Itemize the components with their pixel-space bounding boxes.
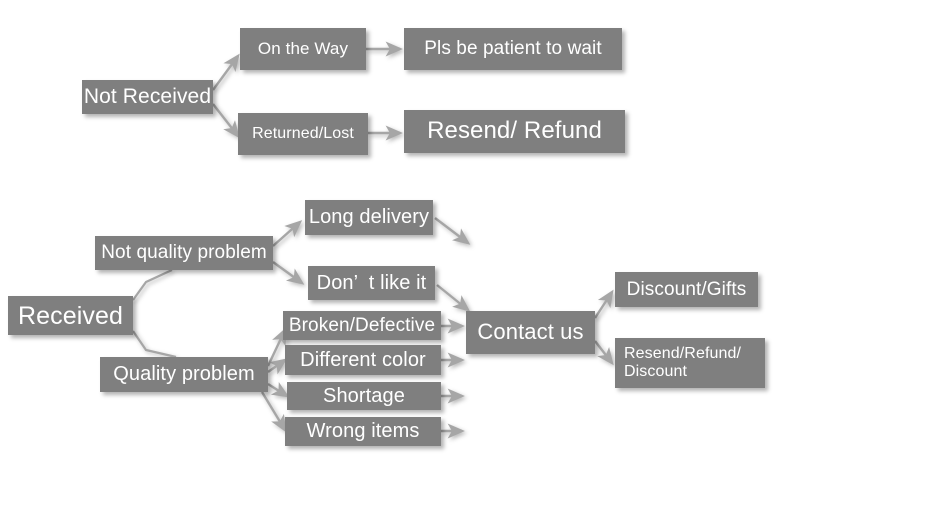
node-broken-defective[interactable]: Broken/Defective — [283, 311, 441, 340]
node-received[interactable]: Received — [8, 296, 133, 335]
node-dont-like-it[interactable]: Don’ t like it — [308, 266, 435, 300]
node-not-quality-problem[interactable]: Not quality problem — [95, 236, 273, 270]
edge-notquality-dontlike — [272, 261, 305, 285]
node-shortage[interactable]: Shortage — [287, 382, 441, 410]
node-long-delivery[interactable]: Long delivery — [305, 200, 433, 235]
node-discount-gifts[interactable]: Discount/Gifts — [615, 272, 758, 307]
edge-quality-wrongitems — [260, 391, 287, 433]
edge-quality-differentcolor — [267, 358, 288, 375]
node-on-the-way[interactable]: On the Way — [240, 28, 366, 70]
edge-contactus-discountgifts — [593, 289, 614, 319]
edge-dontlike-contactus — [436, 284, 471, 312]
edge-longdelivery-contactus — [434, 217, 471, 245]
node-different-color[interactable]: Different color — [285, 345, 441, 375]
edge-quality-shortage — [267, 382, 290, 398]
node-contact-us[interactable]: Contact us — [466, 311, 595, 354]
node-quality-problem[interactable]: Quality problem — [100, 357, 268, 392]
edge-received-notquality — [132, 269, 173, 301]
edge-received-quality — [132, 330, 177, 359]
edge-notreceived-returnedlost — [212, 103, 240, 139]
node-resend-refund[interactable]: Resend/ Refund — [404, 110, 625, 153]
node-not-received[interactable]: Not Received — [82, 80, 213, 114]
node-wrong-items[interactable]: Wrong items — [285, 417, 441, 446]
edge-contactus-resendrefunddiscount — [594, 340, 614, 366]
node-pls-be-patient-to-wait[interactable]: Pls be patient to wait — [404, 28, 622, 70]
node-returned-lost[interactable]: Returned/Lost — [238, 113, 368, 155]
edge-notreceived-ontheway — [212, 53, 240, 91]
edge-notquality-longdelivery — [272, 220, 303, 247]
node-resend-refund-discount[interactable]: Resend/Refund/ Discount — [615, 338, 765, 388]
